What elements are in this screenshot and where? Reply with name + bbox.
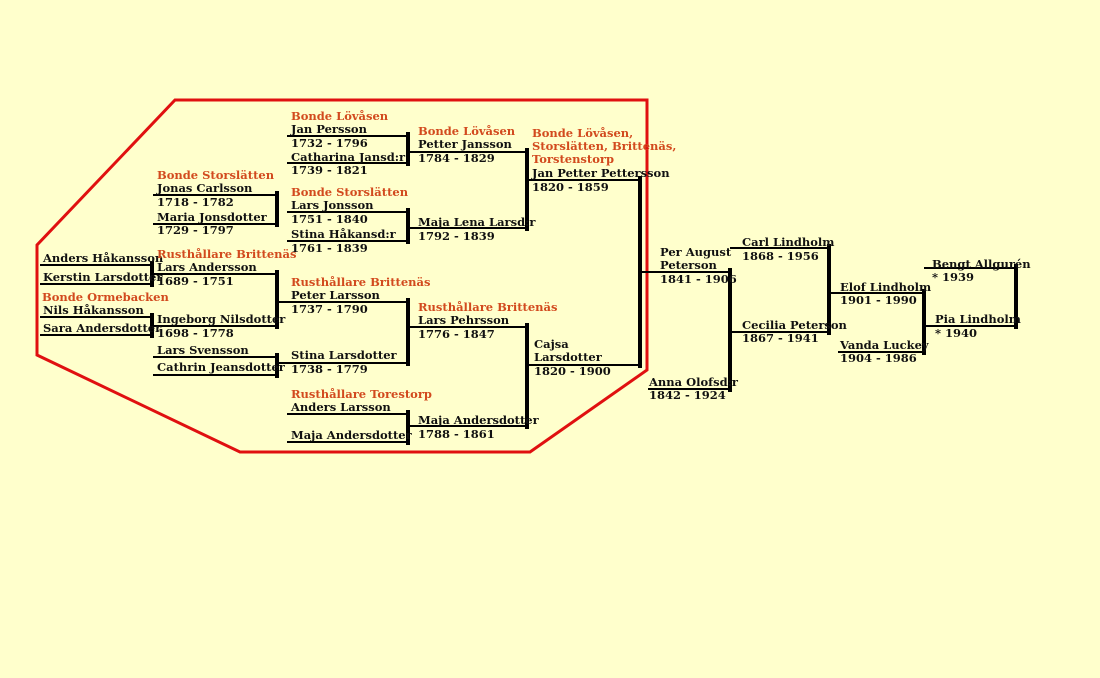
dates-vanda-luckey: 1904 - 1986 [840,351,917,365]
dates-pia-lindholm: * 1940 [935,326,978,340]
dates-jan-persson: 1732 - 1796 [291,136,368,150]
dates-ingeborg-nilsdotter: 1698 - 1778 [157,326,234,340]
person-pia-lindholm: Pia Lindholm [935,312,1021,326]
person-kerstin-larsdotter: Kerstin Larsdotter [43,270,163,284]
person-maja-andersdotter-1: Maja Andersdotter [291,428,412,442]
person-cajsa-line2: Larsdotter [534,350,602,364]
dates-elof-lindholm: 1901 - 1990 [840,293,917,307]
dates-jonas-carlsson: 1718 - 1782 [157,195,234,209]
place-bonde-lovasen-1: Bonde Lövåsen [291,109,389,123]
dates-jan-petter-pettersson: 1820 - 1859 [532,180,609,194]
person-elof-lindholm: Elof Lindholm [840,280,932,294]
person-lars-pehrsson: Lars Pehrsson [418,313,510,327]
place-rusthallare-brittenas-3: Rusthållare Brittenäs [418,300,558,314]
place-rusthallare-brittenas-1: Rusthållare Brittenäs [157,247,297,261]
person-anders-larsson: Anders Larsson [291,400,391,414]
dates-maja-lena-larsdr: 1792 - 1839 [418,229,495,243]
dates-anna-olofsdr: 1842 - 1924 [649,388,726,402]
person-anders-hakansson: Anders Håkansson [43,251,164,265]
dates-stina-hakansdr: 1761 - 1839 [291,241,368,255]
person-bengt-allguren: Bengt Allgurén [932,257,1031,271]
person-stina-larsdotter: Stina Larsdotter [291,348,397,362]
person-lars-svensson: Lars Svensson [157,343,249,357]
person-lars-jonsson: Lars Jonsson [291,198,374,212]
place-combined-line2: Storslätten, Brittenäs, [532,139,677,153]
dates-lars-andersson: 1689 - 1751 [157,274,234,288]
place-rusthallare-brittenas-2: Rusthållare Brittenäs [291,275,431,289]
dates-stina-larsdotter: 1738 - 1779 [291,362,368,376]
person-jonas-carlsson: Jonas Carlsson [157,181,253,195]
dates-peter-larsson: 1737 - 1790 [291,302,368,316]
dates-cecilia-peterson: 1867 - 1941 [742,331,819,345]
dates-maja-andersdotter-2: 1788 - 1861 [418,427,495,441]
person-carl-lindholm: Carl Lindholm [742,235,835,249]
dates-lars-pehrsson: 1776 - 1847 [418,327,495,341]
dates-petter-jansson: 1784 - 1829 [418,151,495,165]
person-cajsa-line1: Cajsa [534,337,569,351]
place-bonde-ormebacken: Bonde Ormebacken [42,290,169,304]
person-jan-persson: Jan Persson [291,122,367,136]
person-maria-jonsdotter: Maria Jonsdotter [157,210,267,224]
person-vanda-luckey: Vanda Luckey [840,338,929,352]
dates-cajsa: 1820 - 1900 [534,364,611,378]
person-cathrin-jeansdotter: Cathrin Jeansdotter [157,360,285,374]
person-sara-andersdotter: Sara Andersdotter [43,321,162,335]
person-catharina-jansdr: Catharina Jansd:r [291,150,406,164]
person-peter-larsson: Peter Larsson [291,288,380,302]
dates-catharina-jansdr: 1739 - 1821 [291,163,368,177]
person-petter-jansson: Petter Jansson [418,137,512,151]
person-ingeborg-nilsdotter: Ingeborg Nilsdotter [157,312,286,326]
place-bonde-storslatten-2: Bonde Storslätten [291,185,409,199]
person-stina-hakansdr: Stina Håkansd:r [291,227,396,241]
person-lars-andersson: Lars Andersson [157,260,257,274]
dates-maria-jonsdotter: 1729 - 1797 [157,223,234,237]
region-outline [35,98,649,454]
place-combined-line1: Bonde Lövåsen, [532,126,634,140]
person-maja-andersdotter-2: Maja Andersdotter [418,413,539,427]
person-nils-hakansson: Nils Håkansson [43,303,144,317]
person-per-august-line1: Per August [660,245,732,259]
person-jan-petter-pettersson: Jan Petter Pettersson [532,166,670,180]
person-anna-olofsdr: Anna Olofsd:r [649,375,738,389]
dates-lars-jonsson: 1751 - 1840 [291,212,368,226]
person-maja-lena-larsdr: Maja Lena Larsd:r [418,215,536,229]
dates-bengt-allguren: * 1939 [932,270,975,284]
dates-carl-lindholm: 1868 - 1956 [742,249,819,263]
person-cecilia-peterson: Cecilia Peterson [742,318,847,332]
place-combined-line3: Torstenstorp [532,152,614,166]
place-bonde-storslatten-1: Bonde Storslätten [157,168,275,182]
person-per-august-line2: Peterson [660,258,717,272]
place-bonde-lovasen-2: Bonde Lövåsen [418,124,516,138]
dates-per-august: 1841 - 1906 [660,272,737,286]
place-rusthallare-torestorp: Rusthållare Torestorp [291,387,432,401]
